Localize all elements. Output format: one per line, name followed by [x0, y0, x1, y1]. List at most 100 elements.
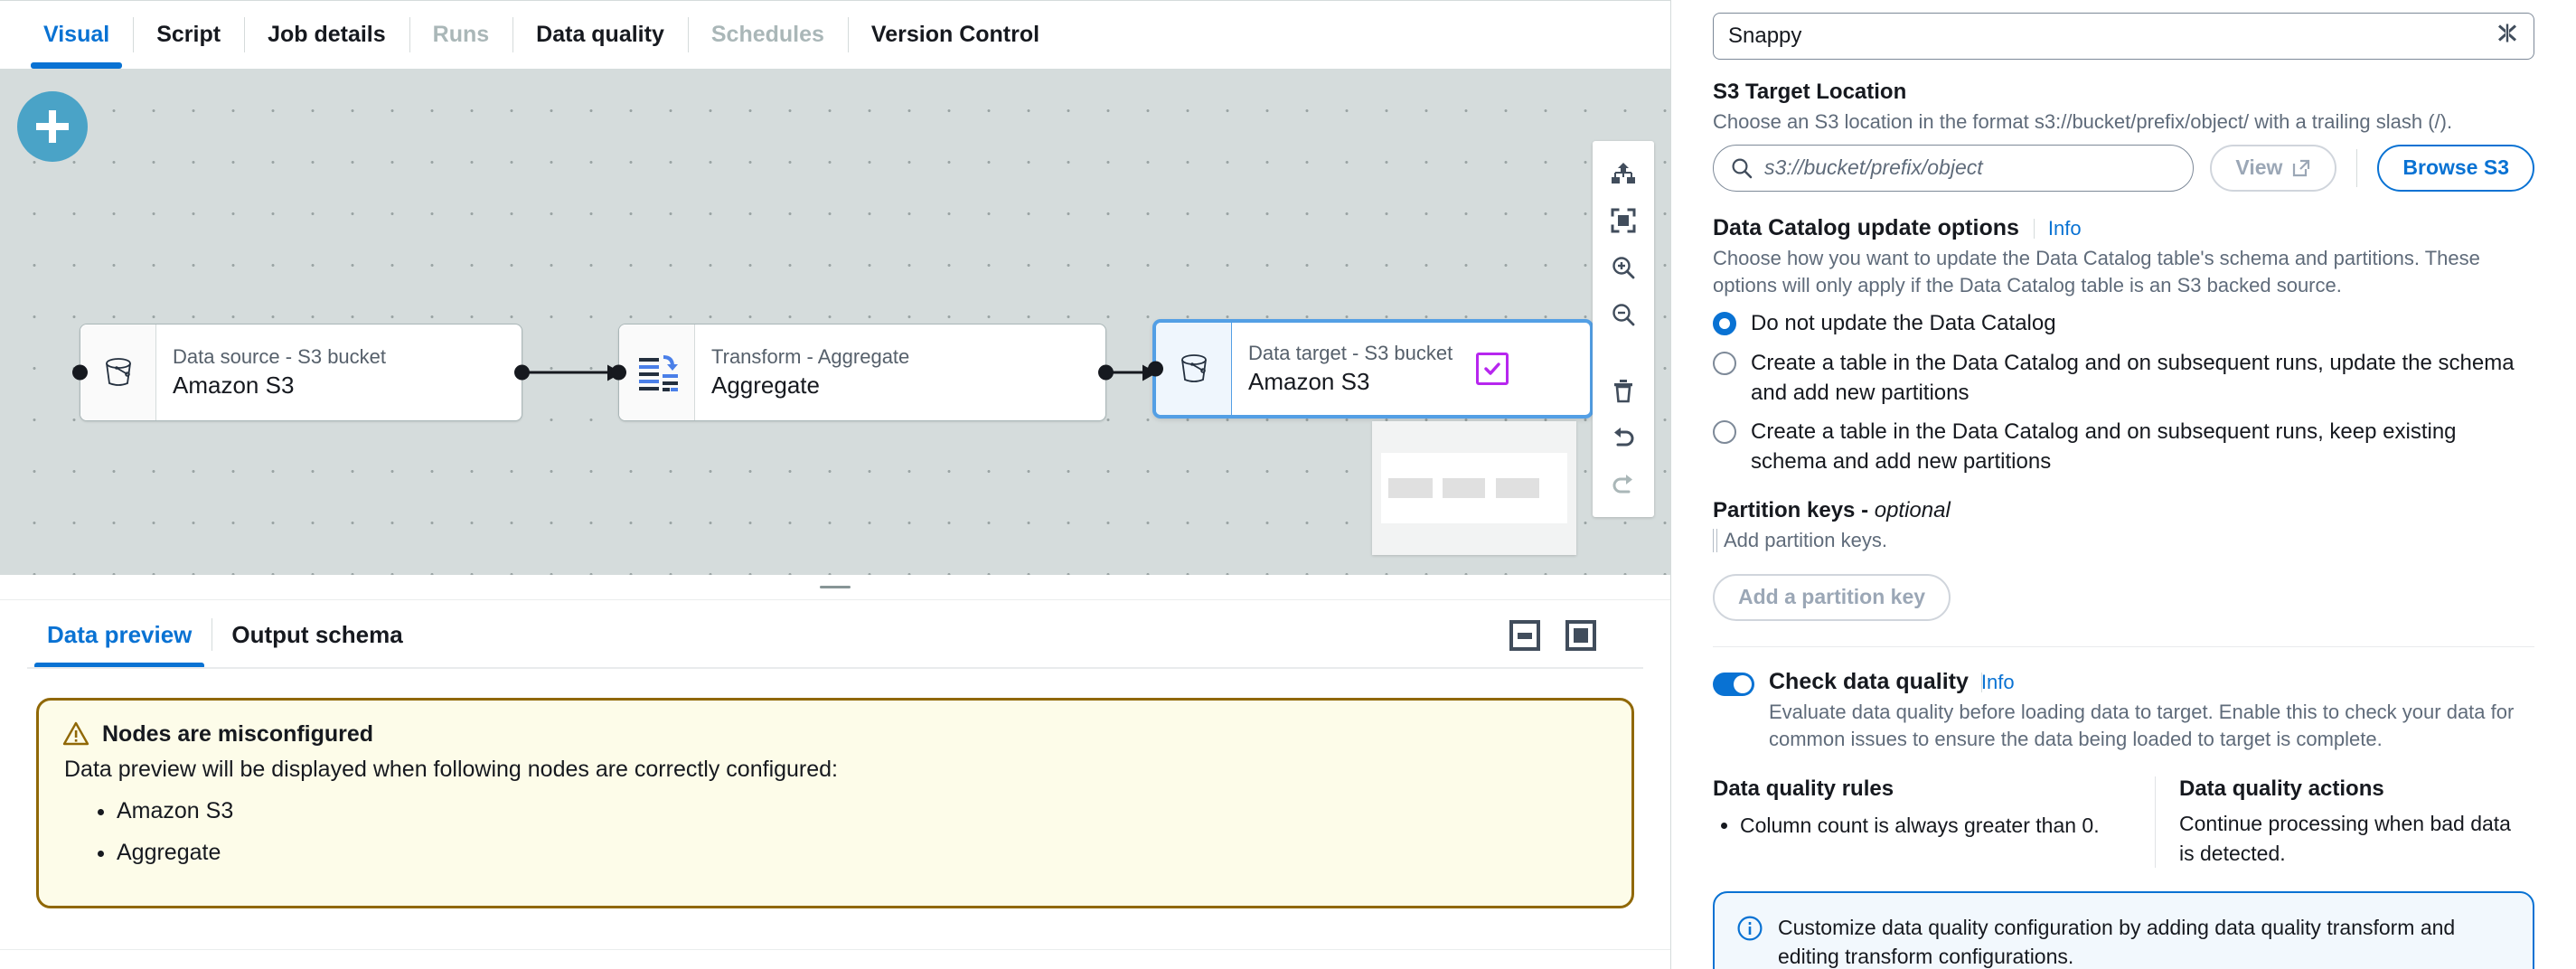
catalog-option-2[interactable]: Create a table in the Data Catalog and o… — [1713, 417, 2534, 476]
delete-icon[interactable] — [1593, 367, 1654, 414]
data-quality-actions-title: Data quality actions — [2179, 776, 2384, 802]
data-quality-summary: Data quality rules Column count is alway… — [1713, 776, 2534, 868]
canvas-toolbar — [1593, 141, 1654, 517]
full-view-icon[interactable] — [1565, 620, 1596, 651]
view-button: View — [2210, 144, 2337, 192]
chevron-down-icon — [2496, 22, 2519, 52]
node-subtitle: Data source - S3 bucket — [173, 345, 387, 369]
tab-version-control[interactable]: Version Control — [847, 1, 1063, 69]
data-quality-checkbox-badge[interactable] — [1476, 353, 1509, 385]
node-data-source-s3[interactable]: Data source - S3 bucket Amazon S3 — [72, 324, 530, 421]
tab-data-quality[interactable]: Data quality — [512, 1, 688, 69]
browse-s3-button[interactable]: Browse S3 — [2377, 144, 2534, 192]
catalog-info-link[interactable]: Info — [2033, 217, 2082, 240]
check-data-quality-toggle[interactable] — [1713, 672, 1754, 696]
node-input-port[interactable] — [611, 364, 626, 381]
node-title: Aggregate — [711, 371, 820, 399]
data-quality-actions-text: Continue processing when bad data is det… — [2179, 812, 2511, 865]
canvas-minimap[interactable] — [1372, 421, 1576, 555]
misconfigured-nodes-alert: Nodes are misconfigured Data preview wil… — [36, 698, 1634, 908]
s3-location-placeholder: s3://bucket/prefix/object — [1764, 155, 1983, 180]
check-data-quality-label: Check data quality — [1769, 668, 1969, 694]
catalog-options-description: Choose how you want to update the Data C… — [1713, 246, 2480, 297]
tab-data-preview-label: Data preview — [47, 620, 193, 648]
data-quality-callout: Customize data quality configuration by … — [1713, 890, 2534, 969]
data-quality-info-link[interactable]: Info — [1980, 670, 2015, 693]
node-input-port[interactable] — [72, 364, 88, 381]
split-view-icon[interactable] — [1509, 620, 1540, 651]
job-canvas[interactable]: Data source - S3 bucket Amazon S3 — [0, 69, 1670, 575]
minimap-node — [1443, 478, 1485, 498]
node-subtitle: Data target - S3 bucket — [1248, 342, 1453, 365]
auto-layout-icon[interactable] — [1593, 150, 1654, 197]
catalog-option-1[interactable]: Create a table in the Data Catalog and o… — [1713, 348, 2534, 408]
list-item: Amazon S3 — [117, 797, 1608, 824]
alert-title: Nodes are misconfigured — [102, 720, 374, 747]
check-data-quality-row: Check data quality Info Evaluate data qu… — [1713, 669, 2534, 754]
compression-type-select[interactable]: Snappy — [1713, 13, 2534, 60]
warning-triangle-icon — [62, 721, 89, 746]
tab-data-preview[interactable]: Data preview — [27, 600, 212, 669]
tab-visual-label: Visual — [43, 22, 110, 47]
alert-header: Nodes are misconfigured — [62, 720, 1608, 748]
tab-script[interactable]: Script — [133, 1, 244, 69]
alert-node-list: Amazon S3 Aggregate — [117, 797, 1608, 866]
undo-icon[interactable] — [1593, 414, 1654, 461]
fit-to-screen-icon[interactable] — [1593, 197, 1654, 244]
minimap-node — [1388, 478, 1433, 498]
tab-job-details-label: Job details — [268, 22, 386, 47]
tab-output-schema-label: Output schema — [231, 620, 403, 648]
panel-splitter[interactable] — [0, 575, 1670, 600]
add-partition-key-label: Add a partition key — [1738, 585, 1926, 609]
catalog-options-header: Data Catalog update options Info — [1713, 215, 2534, 241]
plus-icon — [36, 110, 69, 143]
node-input-port[interactable] — [1148, 361, 1163, 377]
edge-source-to-aggregate — [524, 364, 622, 381]
tab-job-details[interactable]: Job details — [244, 1, 409, 69]
zoom-in-icon[interactable] — [1593, 244, 1654, 291]
radio-create-keep-schema[interactable] — [1713, 419, 1736, 444]
tab-output-schema[interactable]: Output schema — [212, 600, 422, 669]
preview-tabbar: Data preview Output schema — [0, 600, 1670, 669]
tab-runs-label: Runs — [432, 22, 490, 47]
node-body: Transform - Aggregate Aggregate — [695, 325, 1105, 420]
node-properties-panel: Snappy S3 Target Location Choose an S3 l… — [1670, 0, 2576, 969]
browse-s3-button-label: Browse S3 — [2402, 155, 2509, 180]
s3-bucket-icon — [80, 325, 156, 420]
s3-target-location-description: Choose an S3 location in the format s3:/… — [1713, 110, 2453, 133]
tab-script-label: Script — [156, 22, 221, 47]
visual-editor-pane: Visual Script Job details Runs Data qual… — [0, 0, 1670, 969]
node-body: Data source - S3 bucket Amazon S3 — [156, 325, 522, 420]
catalog-option-0[interactable]: Do not update the Data Catalog — [1713, 308, 2534, 338]
node-transform-aggregate[interactable]: Transform - Aggregate Aggregate — [611, 324, 1114, 421]
add-partition-key-button[interactable]: Add a partition key — [1713, 573, 1951, 621]
tab-schedules-label: Schedules — [710, 22, 824, 47]
toggle-knob — [1734, 674, 1752, 693]
radio-do-not-update[interactable] — [1713, 312, 1736, 336]
redo-icon — [1593, 461, 1654, 508]
info-circle-icon — [1737, 916, 1763, 941]
tab-visual[interactable]: Visual — [20, 1, 133, 69]
aggregate-icon — [619, 325, 695, 420]
tab-schedules: Schedules — [687, 1, 848, 69]
node-output-port[interactable] — [1098, 364, 1114, 381]
add-node-button[interactable] — [17, 91, 88, 162]
node-title: Amazon S3 — [173, 371, 295, 399]
external-link-icon — [2293, 159, 2310, 176]
splitter-grip-icon — [820, 586, 851, 588]
node-output-port[interactable] — [514, 364, 530, 381]
radio-create-update-schema[interactable] — [1713, 351, 1736, 375]
partition-keys-description: Add partition keys. — [1724, 528, 1887, 551]
catalog-option-0-label: Do not update the Data Catalog — [1751, 311, 2056, 336]
button-divider — [2356, 148, 2358, 187]
data-quality-callout-text: Customize data quality configuration by … — [1778, 915, 2456, 968]
partition-keys-title: Partition keys - — [1713, 497, 1875, 522]
list-item: Aggregate — [117, 839, 1608, 866]
node-data-target-s3[interactable]: Data target - S3 bucket Amazon S3 — [1148, 320, 1593, 418]
node-subtitle: Transform - Aggregate — [711, 345, 910, 369]
search-icon — [1732, 158, 1753, 178]
data-quality-rules-column: Data quality rules Column count is alway… — [1713, 776, 2155, 867]
s3-location-input[interactable]: s3://bucket/prefix/object — [1713, 144, 2195, 192]
zoom-out-icon[interactable] — [1593, 291, 1654, 338]
check-data-quality-description: Evaluate data quality before loading dat… — [1769, 700, 2515, 750]
